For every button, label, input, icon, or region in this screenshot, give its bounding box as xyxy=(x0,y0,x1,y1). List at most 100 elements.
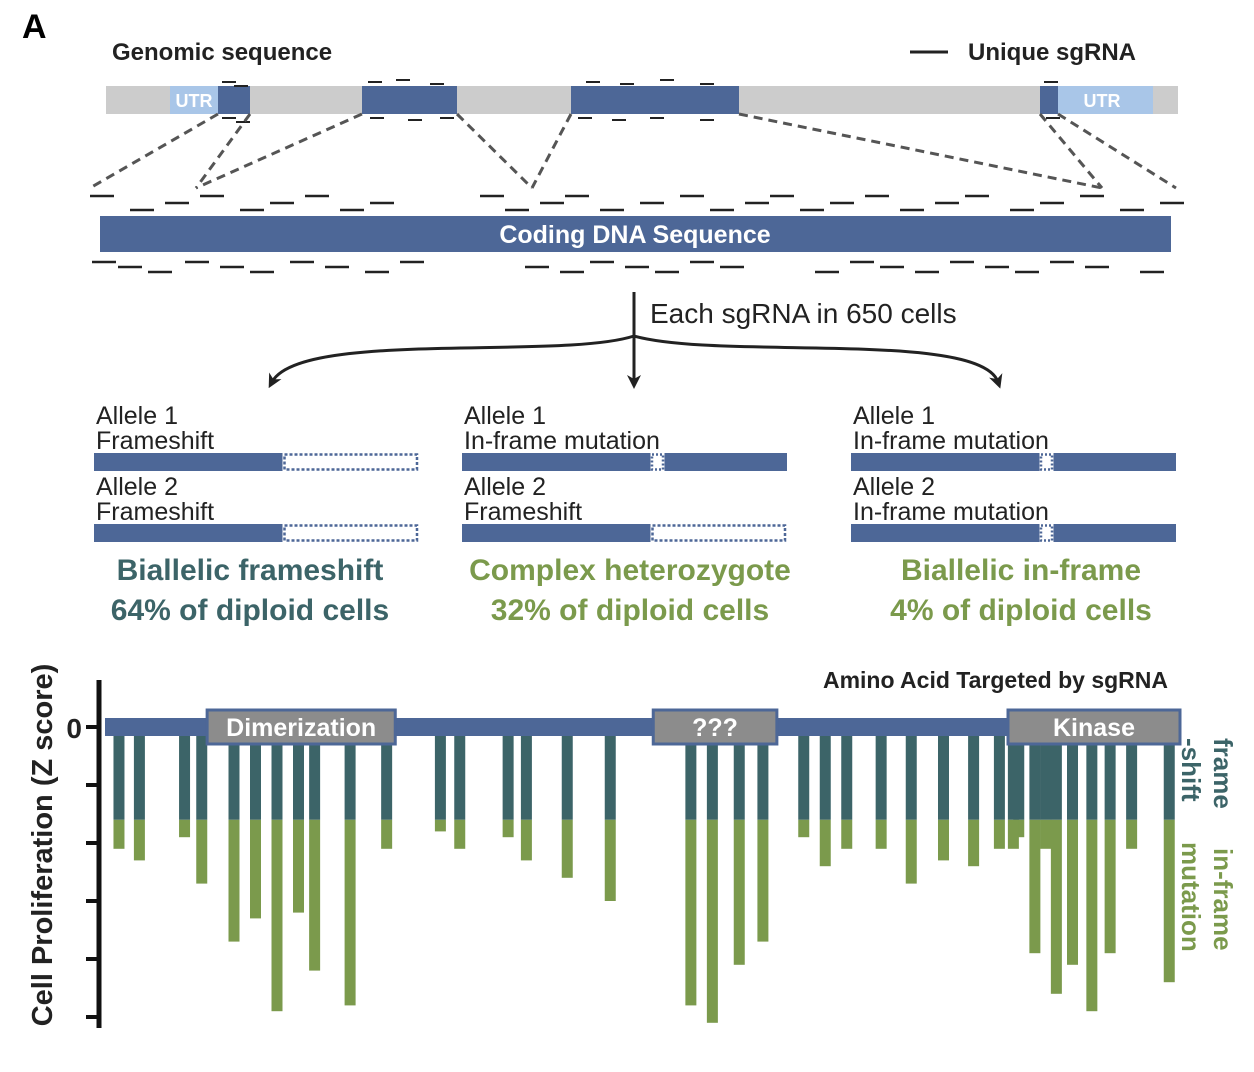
outcome-title: Biallelic frameshift xyxy=(117,554,384,587)
inframe-bar xyxy=(1104,819,1116,954)
inframe-bar xyxy=(875,819,887,849)
sgrna-legend-label: Unique sgRNA xyxy=(968,39,1136,66)
outcome-percentage: 32% of diploid cells xyxy=(491,594,769,627)
panel-label: A xyxy=(22,8,47,46)
inframe-bar xyxy=(179,819,191,838)
exon-3 xyxy=(571,86,739,114)
legend-frameshift-line1: frame xyxy=(1208,738,1238,809)
allele-label: In-frame mutation xyxy=(853,427,1049,455)
inframe-bar xyxy=(309,819,321,971)
inframe-bar xyxy=(1086,819,1098,1012)
allele-label: Frameshift xyxy=(464,498,582,526)
inframe-bar xyxy=(344,819,356,1006)
allele-label: Allele 1 xyxy=(464,402,546,430)
allele-inframe-lesion xyxy=(650,453,665,471)
legend-inframe-line2: mutation xyxy=(1176,842,1206,952)
frameshift-bar xyxy=(179,727,191,820)
utr-left-label: UTR xyxy=(176,91,213,111)
inframe-bar xyxy=(502,819,514,838)
allele-label: Allele 2 xyxy=(464,473,546,501)
exon-sgrna-ticks xyxy=(222,79,1060,123)
inframe-bar xyxy=(454,819,466,849)
frameshift-bar xyxy=(905,727,917,820)
inframe-bar xyxy=(993,819,1005,849)
frameshift-bar xyxy=(1126,727,1138,820)
allele-bar xyxy=(462,524,651,542)
inframe-bar xyxy=(196,819,208,884)
bar-legend: frame -shift in-frame mutation xyxy=(1176,738,1238,952)
inframe-bar xyxy=(113,819,125,849)
allele-bar xyxy=(462,453,651,471)
domain-box xyxy=(1006,708,1182,746)
allele-inframe-lesion xyxy=(1039,524,1054,542)
frameshift-bar xyxy=(993,727,1005,820)
inframe-bar xyxy=(968,819,980,867)
frameshift-bar xyxy=(196,727,208,820)
inframe-bar xyxy=(819,819,831,867)
exon-4 xyxy=(1040,86,1058,114)
inframe-bar xyxy=(798,819,810,838)
allele-label: In-frame mutation xyxy=(853,498,1049,526)
frameshift-bar xyxy=(733,727,745,820)
frameshift-bar xyxy=(344,727,356,820)
inframe-bar xyxy=(706,819,718,1023)
frameshift-bar xyxy=(1007,727,1019,820)
inframe-bar xyxy=(757,819,769,942)
inframe-bar xyxy=(520,819,532,861)
inframe-bar xyxy=(1050,819,1062,994)
allele-frameshift-tail xyxy=(283,524,419,542)
allele-label: Allele 2 xyxy=(96,473,178,501)
cds-sgrna-ticks xyxy=(90,194,1184,274)
frameshift-bar xyxy=(381,727,393,820)
y-tick-label: 0 xyxy=(66,713,82,744)
allele-label: Allele 1 xyxy=(96,402,178,430)
x-axis-label: Amino Acid Targeted by sgRNA xyxy=(823,667,1168,693)
frameshift-bar xyxy=(685,727,697,820)
allele-bar xyxy=(664,453,787,471)
utr-right xyxy=(1058,86,1153,114)
frameshift-bar xyxy=(250,727,261,820)
inframe-bar xyxy=(604,819,616,901)
utr-right-label: UTR xyxy=(1084,91,1121,111)
frameshift-bar xyxy=(434,727,446,820)
inframe-bar xyxy=(434,819,446,832)
inframe-bar xyxy=(293,819,304,913)
allele-bar xyxy=(94,524,283,542)
arrow-left xyxy=(268,334,635,389)
allele-label: Frameshift xyxy=(96,498,214,526)
inframe-bar xyxy=(1163,819,1175,983)
allele-bar xyxy=(1053,453,1176,471)
frameshift-bar xyxy=(1029,727,1041,820)
legend-frameshift-line2: -shift xyxy=(1176,738,1206,802)
inframe-bar xyxy=(250,819,261,919)
frameshift-bar xyxy=(819,727,831,820)
frameshift-bar xyxy=(293,727,304,820)
outcome-title: Biallelic in-frame xyxy=(901,554,1141,587)
domain-label: Kinase xyxy=(1053,714,1135,742)
genomic-sequence-label: Genomic sequence xyxy=(112,39,332,66)
inframe-bar xyxy=(133,819,145,861)
outcome-percentage: 4% of diploid cells xyxy=(890,594,1152,627)
frameshift-bar xyxy=(706,727,718,820)
frameshift-bar xyxy=(1104,727,1116,820)
domain-label: Dimerization xyxy=(226,714,376,742)
allele-label: Frameshift xyxy=(96,427,214,455)
domain-box xyxy=(651,708,779,746)
frameshift-bar xyxy=(502,727,514,820)
frameshift-bar xyxy=(875,727,887,820)
frameshift-bar xyxy=(271,727,283,820)
coding-dna-sequence-bar xyxy=(100,216,1171,252)
inframe-bar xyxy=(1067,819,1078,965)
inframe-bar xyxy=(1007,819,1019,849)
exon-2 xyxy=(362,86,457,114)
allele-frameshift-tail xyxy=(283,453,419,471)
inframe-bar xyxy=(381,819,393,849)
allele-inframe-lesion xyxy=(1039,453,1054,471)
inframe-bar xyxy=(1040,819,1052,849)
allele-bar xyxy=(1053,524,1176,542)
frameshift-bar xyxy=(757,727,769,820)
frameshift-bar xyxy=(604,727,616,820)
